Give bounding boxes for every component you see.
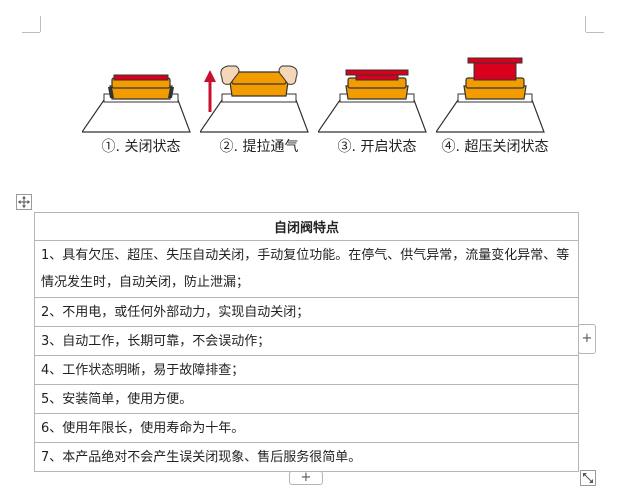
valve-closed-graphic [82,74,191,133]
table-row: 7、本产品绝对不会产生误关闭现象、售后服务很简单。 [34,442,579,472]
table-row: 2、不用电，或任何外部动力，实现自动关闭； [34,297,579,327]
table-cell[interactable]: 1、具有欠压、超压、失压自动关闭，手动复位功能。在停气、供气异常，流量变化异常、… [34,240,579,298]
table-cell[interactable]: 6、使用年限长，使用寿命为十年。 [34,413,579,443]
valve-states-figure: ①. 关闭状态 ②. 提拉通气 ③. [0,50,619,170]
table-cell[interactable]: 2、不用电，或任何外部动力，实现自动关闭； [34,297,579,327]
crop-mark-top-left-horizontal [22,32,40,33]
table-move-handle[interactable] [16,194,32,210]
table-row: 6、使用年限长，使用寿命为十年。 [34,413,579,443]
table-row: 3、自动工作，长期可靠，不会误动作； [34,326,579,356]
table-resize-handle[interactable] [580,470,596,486]
add-column-button[interactable]: + [578,324,596,354]
caption-overpressure: ④. 超压关闭状态 [441,139,549,155]
hand-icon [220,65,298,85]
valve-open-graphic [318,69,427,133]
resize-diagonal-icon [583,473,593,483]
up-arrow-icon [204,70,216,112]
table-cell[interactable]: 4、工作状态明晰，易于故障排查； [34,355,579,385]
crop-mark-top-right-horizontal [586,32,604,33]
add-row-button[interactable]: + [289,471,323,485]
crop-mark-top-right-vertical [585,16,586,32]
valve-state-pull: ②. 提拉通气 [200,50,318,160]
caption-pull: ②. 提拉通气 [219,139,299,155]
valve-state-closed: ①. 关闭状态 [82,50,200,160]
table-cell[interactable]: 5、安装简单，使用方便。 [34,384,579,414]
table-row: 5、安装简单，使用方便。 [34,384,579,414]
crop-mark-top-left-vertical [40,16,41,32]
valve-pull-graphic [200,65,309,133]
table-header-cell[interactable]: 自闭阀特点 [34,212,579,241]
valve-state-overpressure: ④. 超压关闭状态 [436,50,554,160]
caption-closed: ①. 关闭状态 [101,139,181,155]
move-arrows-icon [18,196,30,208]
table-header-row: 自闭阀特点 [34,212,579,241]
valve-state-open: ③. 开启状态 [318,50,436,160]
valve-overpressure-graphic [436,57,545,133]
table-cell[interactable]: 7、本产品绝对不会产生误关闭现象、售后服务很简单。 [34,442,579,472]
features-table: 自闭阀特点 1、具有欠压、超压、失压自动关闭，手动复位功能。在停气、供气异常，流… [34,212,579,472]
table-cell[interactable]: 3、自动工作，长期可靠，不会误动作； [34,326,579,356]
table-row: 1、具有欠压、超压、失压自动关闭，手动复位功能。在停气、供气异常，流量变化异常、… [34,240,579,298]
caption-open: ③. 开启状态 [337,139,417,155]
table-row: 4、工作状态明晰，易于故障排查； [34,355,579,385]
